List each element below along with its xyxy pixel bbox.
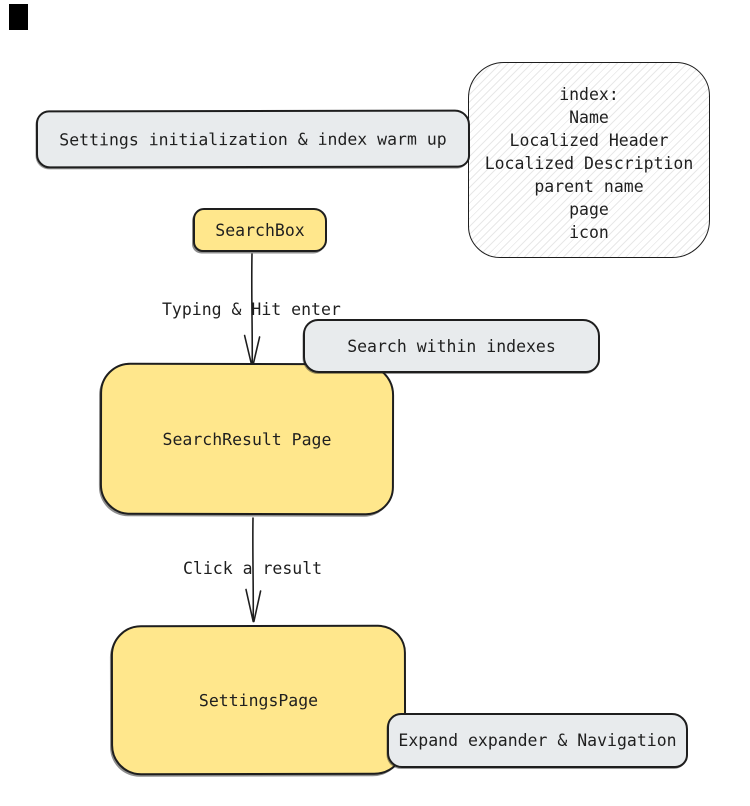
node-search-result-page: SearchResult Page bbox=[99, 362, 395, 516]
callout-settings-initialization: Settings initialization & index warm up bbox=[35, 109, 471, 169]
arrow-head-typing bbox=[251, 336, 261, 368]
node-search-box: SearchBox bbox=[193, 208, 327, 252]
index-note-line: index: bbox=[559, 85, 619, 104]
callout-search-within-indexes: Search within indexes bbox=[303, 319, 600, 373]
edge-label-typing-hit-enter: Typing & Hit enter bbox=[162, 300, 341, 319]
node-label: SearchResult Page bbox=[162, 429, 332, 449]
node-index-fields-note: index: Name Localized Header Localized D… bbox=[468, 62, 710, 258]
index-note-line: parent name bbox=[534, 177, 644, 196]
callout-label: Expand expander & Navigation bbox=[398, 731, 677, 750]
arrow-head-typing bbox=[243, 334, 253, 368]
index-note-line: Name bbox=[569, 108, 609, 127]
index-note-line: icon bbox=[569, 223, 609, 242]
callout-label: Search within indexes bbox=[347, 336, 556, 356]
callout-expand-expander-navigation: Expand expander & Navigation bbox=[387, 713, 688, 768]
node-label: SearchBox bbox=[215, 220, 305, 240]
arrow-head-click bbox=[245, 588, 254, 623]
index-note-line: Localized Header bbox=[509, 131, 669, 150]
arrow-line-typing bbox=[250, 253, 254, 365]
node-label: SettingsPage bbox=[198, 690, 319, 710]
callout-label: Settings initialization & index warm up bbox=[59, 129, 447, 149]
edge-label-click-a-result: Click a result bbox=[183, 559, 323, 578]
corner-mark bbox=[9, 4, 28, 30]
node-settings-page: SettingsPage bbox=[110, 624, 407, 776]
index-note-line: Localized Description bbox=[484, 154, 694, 173]
index-note-line: page bbox=[569, 200, 609, 219]
arrow-head-click bbox=[253, 590, 262, 623]
